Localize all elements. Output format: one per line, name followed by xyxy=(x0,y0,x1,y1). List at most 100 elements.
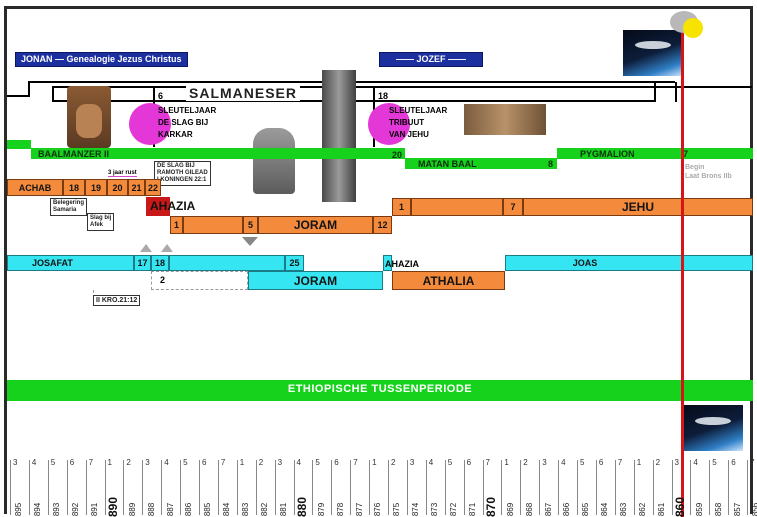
josafat-span xyxy=(169,255,285,271)
face-shape xyxy=(76,104,102,138)
green-bar-stub xyxy=(7,140,31,149)
joram-span-a xyxy=(183,216,243,234)
ruler-year: 868 xyxy=(521,482,537,517)
pygmalion-bar xyxy=(557,148,753,159)
ruler-tick-label: 3 xyxy=(674,458,679,467)
ruler-year-label: 890 xyxy=(106,496,121,517)
athalia-bar: ATHALIA xyxy=(392,271,505,290)
ruler-tick-label: 1 xyxy=(107,458,112,467)
achab-18: 18 xyxy=(63,179,85,196)
year-18-label: 18 xyxy=(378,91,389,101)
ruler-separator xyxy=(47,460,49,515)
ruler-year-label: 872 xyxy=(449,502,459,517)
sun-disc xyxy=(683,18,703,38)
ruler-tick-label: 7 xyxy=(750,458,755,467)
ruler-separator xyxy=(482,460,484,515)
ruler-year-label: 885 xyxy=(203,502,213,517)
ruler-separator xyxy=(85,460,87,515)
ruler-year-label: 886 xyxy=(184,502,194,517)
ruler-year: 860 xyxy=(673,482,689,517)
year-6-label: 6 xyxy=(158,91,164,101)
pygmalion-label: PYGMALION xyxy=(580,149,635,159)
ruler-tick-label: 6 xyxy=(202,458,207,467)
joram-12: 12 xyxy=(373,216,392,234)
ruler-year: 864 xyxy=(597,482,613,516)
ruler-year: 866 xyxy=(559,482,575,516)
ruler-separator xyxy=(690,460,692,515)
ruler-tick-label: 2 xyxy=(655,458,661,467)
ruler-separator xyxy=(747,460,749,515)
ruler-tick-label: 7 xyxy=(485,458,490,467)
ruler-tick-label: 5 xyxy=(712,458,717,467)
ruler-separator xyxy=(501,460,503,515)
pygmalion-7-label: 7 xyxy=(683,149,689,159)
ruler-year: 869 xyxy=(502,482,518,516)
ruler-tick-label: 3 xyxy=(277,458,283,467)
ruler-tick-label: 6 xyxy=(466,458,472,467)
genealogy-line-vertical xyxy=(28,81,30,96)
ruler-tick-label: 3 xyxy=(145,458,150,467)
ruler-separator xyxy=(10,460,11,515)
ruler-separator xyxy=(406,460,408,515)
ahazia-judah-marker xyxy=(383,255,392,271)
ruler-year-label: 888 xyxy=(146,502,156,517)
ruler-year: 877 xyxy=(351,482,367,516)
saucer-shape-bottom xyxy=(695,417,731,425)
matanbaal-label: MATAN BAAL xyxy=(418,159,477,169)
ruler-year-label: 863 xyxy=(619,502,629,517)
up-arrow-icon-1 xyxy=(140,244,152,252)
ruler-year-label: 868 xyxy=(524,502,534,517)
joram-judah-bar: JORAM xyxy=(248,271,383,290)
ruler-year-label: 882 xyxy=(260,502,270,517)
ruler-tick-label: 4 xyxy=(296,458,301,467)
ruler-year-label: 893 xyxy=(52,502,62,517)
ruler-separator xyxy=(388,460,389,515)
ruler-tick-label: 7 xyxy=(88,458,94,467)
ruler-year-label: 894 xyxy=(33,502,43,517)
achab-bar: ACHAB xyxy=(7,179,63,196)
ruler-year: 871 xyxy=(465,482,481,516)
ruler-separator xyxy=(312,460,314,515)
genealogy-line-end xyxy=(654,82,656,102)
joram-israel-bar: JORAM xyxy=(258,216,373,234)
ruler-separator xyxy=(274,460,276,515)
ruler-year: 882 xyxy=(257,482,273,517)
ruler-year-label: 887 xyxy=(165,502,175,517)
joram-coregency-box xyxy=(151,271,248,290)
ruler-year-label: 876 xyxy=(373,502,383,517)
ruler-separator xyxy=(217,460,219,515)
jehu-bar: JEHU xyxy=(523,198,753,216)
ruler-tick-label: 6 xyxy=(334,458,339,467)
ruler-year: 881 xyxy=(276,482,292,516)
slag-ramoth-note: DE SLAG BIJ RAMOTH GILEAD I KONINGEN 22:… xyxy=(154,161,211,186)
ruler-year-label: 859 xyxy=(694,502,704,517)
ruler-year-label: 858 xyxy=(713,502,723,517)
ruler-year: 885 xyxy=(200,482,216,517)
ruler-year: 862 xyxy=(635,482,651,516)
ruler-year-label: 870 xyxy=(484,496,499,517)
jonan-label: JONAN — Genealogie Jezus Christus xyxy=(15,52,188,67)
achab-21: 21 xyxy=(128,179,145,196)
joram-5: 5 xyxy=(243,216,258,234)
ruler-tick-label: 5 xyxy=(447,458,453,467)
ufo-photo-top xyxy=(623,30,683,76)
jehu-7: 7 xyxy=(503,198,523,216)
ruler-separator xyxy=(652,460,654,515)
red-year-line xyxy=(681,33,684,517)
ruler-year-label: 880 xyxy=(295,496,310,517)
ruler-tick-label: 5 xyxy=(315,458,320,467)
jozef-text: JOZEF xyxy=(416,54,446,64)
ruler-year: 895 xyxy=(11,482,27,516)
ruler-separator xyxy=(444,460,446,515)
ruler-year: 883 xyxy=(238,482,254,516)
assyrian-head-image xyxy=(67,86,111,148)
ruler-year: 863 xyxy=(616,482,632,517)
ruler-year: 872 xyxy=(446,482,462,517)
jehu-1: 1 xyxy=(392,198,411,216)
ruler-year: 876 xyxy=(370,482,386,517)
ruler-year: 884 xyxy=(219,482,235,516)
stele-image xyxy=(253,128,295,194)
ruler-separator xyxy=(66,460,68,515)
ruler-year: 880 xyxy=(295,482,311,517)
ruler-year: 878 xyxy=(332,482,348,516)
